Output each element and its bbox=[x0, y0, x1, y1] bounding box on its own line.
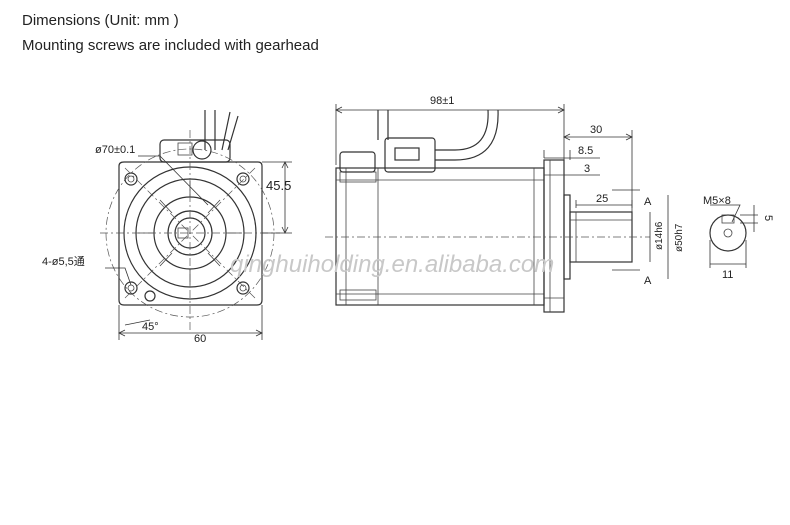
key-width-label: 5 bbox=[762, 215, 774, 221]
key-25-label: 25 bbox=[596, 193, 608, 205]
pcd-label: ø70±0.1 bbox=[95, 144, 135, 156]
diagram-title: Dimensions (Unit: mm ) bbox=[22, 12, 179, 29]
section-a-top: A bbox=[644, 196, 652, 208]
watermark: qinghuiholding.en.alibaba.com bbox=[230, 251, 554, 278]
shaft-30-label: 30 bbox=[590, 124, 602, 136]
section-view: M5×8 5 11 bbox=[703, 195, 774, 281]
height-45-label: 45.5 bbox=[266, 178, 291, 193]
angle-label: 45° bbox=[142, 321, 159, 333]
shaft-dia-label: ø14h6 bbox=[654, 221, 665, 250]
key-height-label: 11 bbox=[722, 269, 733, 281]
width-60-label: 60 bbox=[194, 333, 206, 345]
diagram-subtitle: Mounting screws are included with gearhe… bbox=[22, 37, 319, 54]
tap-label: M5×8 bbox=[703, 195, 731, 207]
section-a-bottom: A bbox=[644, 275, 652, 287]
front-view: ø70±0.1 45.5 4-ø5,5通 45° 60 bbox=[42, 110, 292, 345]
flange-85-label: 8.5 bbox=[578, 145, 593, 157]
side-view: 98±1 30 8.5 3 25 ø14h6 ø50h7 A A bbox=[325, 95, 685, 313]
spigot-dia-label: ø50h7 bbox=[674, 223, 685, 252]
spigot-3-label: 3 bbox=[584, 163, 590, 175]
length-98-label: 98±1 bbox=[430, 95, 454, 107]
mounting-holes-label: 4-ø5,5通 bbox=[42, 255, 85, 268]
